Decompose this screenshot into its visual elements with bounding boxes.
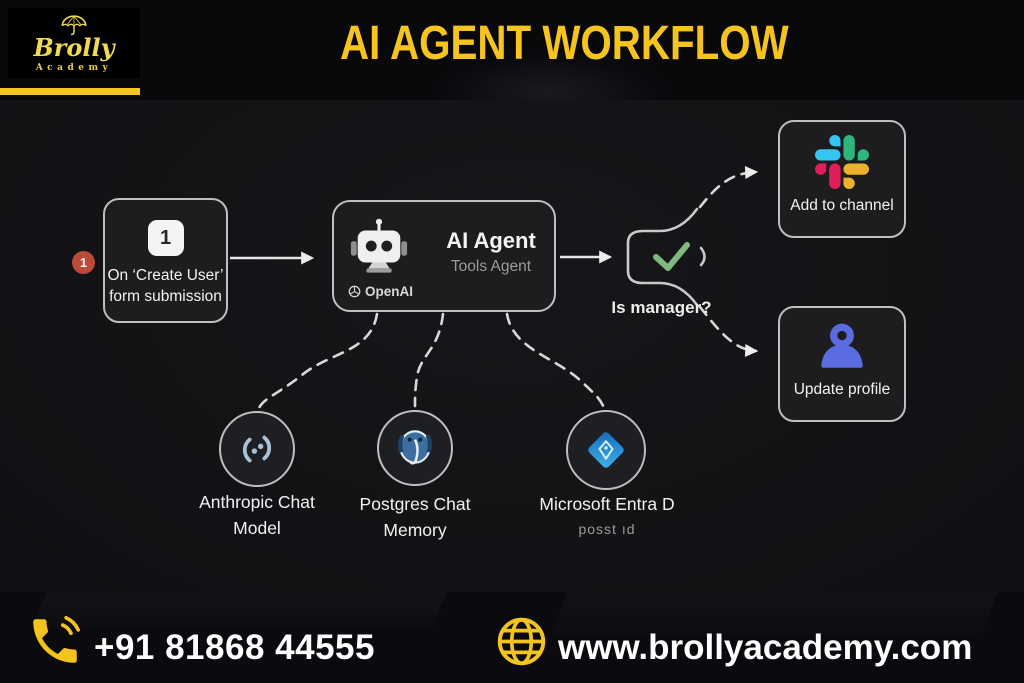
trigger-label-line2: form submission — [109, 288, 222, 305]
umbrella-icon — [61, 14, 87, 35]
postgres-icon — [397, 430, 433, 465]
edge-decision-to-profile — [698, 305, 759, 357]
website-url: www.brollyacademy.com — [558, 628, 973, 667]
entra-node-label: Microsoft Entra D posst ıd — [512, 491, 702, 538]
edge-agent-to-postgres — [413, 312, 445, 408]
update-profile-node: Update profile — [778, 306, 906, 422]
slack-node-label: Add to channel — [790, 197, 894, 214]
edge-agent-to-entra — [505, 312, 606, 410]
edge-agent-to-anthropic — [257, 312, 379, 410]
robot-icon — [348, 216, 410, 283]
decision-label: Is manager? — [611, 298, 712, 317]
anthropic-label-line2: Model — [233, 518, 281, 538]
postgres-label-line2: Memory — [383, 520, 447, 540]
anthropic-chat-icon — [242, 435, 272, 463]
anthropic-label-line1: Anthropic Chat — [199, 492, 315, 512]
anthropic-tool-node — [219, 411, 295, 487]
brand-subtitle: Academy — [35, 62, 113, 73]
trigger-label-line1: On ‘Create User’ — [107, 267, 224, 284]
edge-decision-to-slack — [698, 165, 759, 209]
entra-tool-node — [566, 410, 646, 490]
entra-label-line2: posst ıd — [578, 521, 636, 537]
brand-logo: Brolly Academy — [8, 8, 140, 78]
ai-agent-node: AI Agent Tools Agent OpenAI — [332, 200, 556, 312]
postgres-label-line1: Postgres Chat — [359, 494, 471, 514]
phone-icon — [26, 612, 84, 675]
phone-number: +91 81868 44555 — [94, 628, 375, 667]
user-icon — [821, 323, 863, 368]
check-icon — [653, 242, 690, 271]
globe-icon — [494, 614, 549, 674]
form-trigger-icon: 1 — [147, 220, 184, 256]
page-title: AI AGENT WORKFLOW — [340, 17, 789, 70]
anthropic-node-label: Anthropic Chat Model — [167, 489, 347, 541]
step-number-badge: 1 — [72, 251, 95, 274]
entra-icon — [588, 432, 624, 468]
postgres-tool-node — [377, 410, 453, 486]
postgres-node-label: Postgres Chat Memory — [327, 491, 503, 543]
openai-icon — [348, 285, 361, 298]
agent-title: AI Agent — [446, 228, 536, 253]
agent-subtitle: Tools Agent — [450, 258, 532, 275]
slack-icon — [815, 135, 869, 189]
decision-node-outline — [626, 207, 699, 307]
brand-name: Brolly — [33, 32, 115, 62]
slack-output-node: Add to channel — [778, 120, 906, 238]
logo-underline — [0, 88, 140, 95]
provider-row: OpenAI — [348, 284, 413, 299]
profile-node-label: Update profile — [793, 381, 891, 398]
trigger-node: 1 On ‘Create User’ form submission — [103, 198, 228, 323]
provider-name: OpenAI — [365, 284, 414, 299]
entra-label-line1: Microsoft Entra D — [539, 494, 675, 514]
decision-paren — [699, 246, 706, 267]
